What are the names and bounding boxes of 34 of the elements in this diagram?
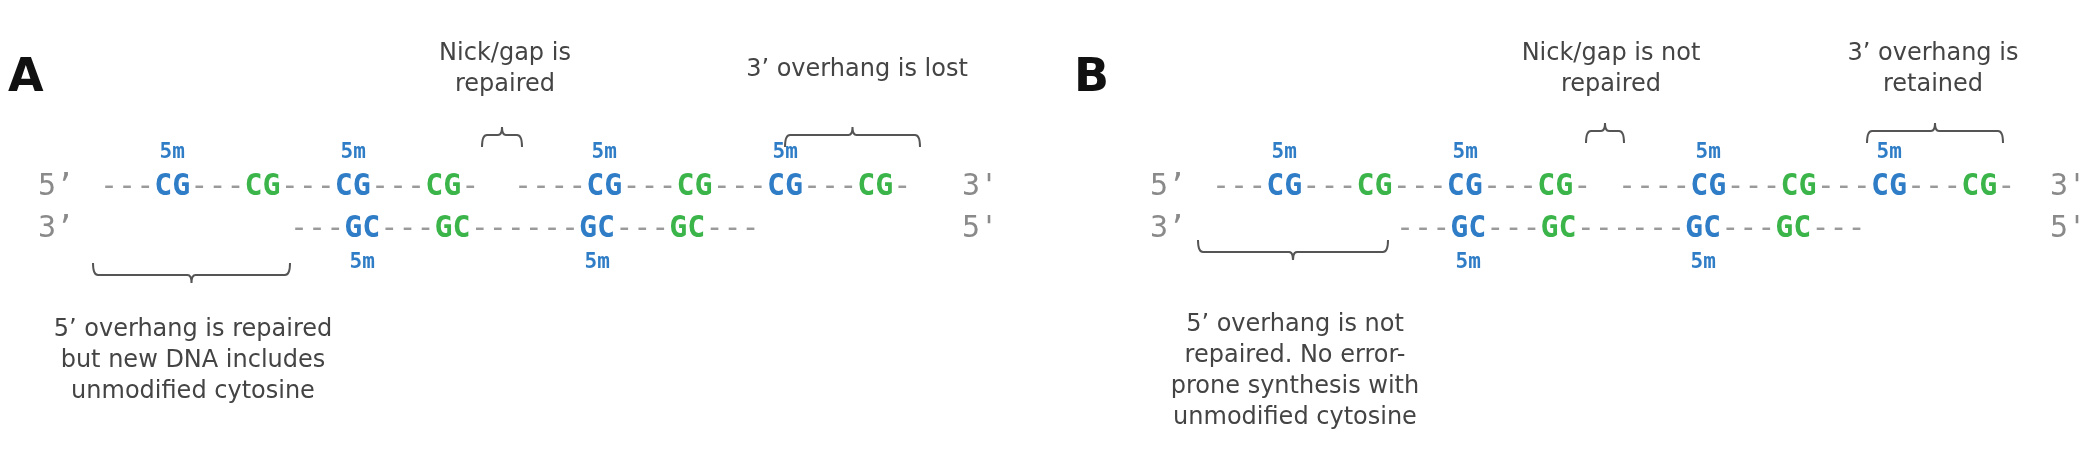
methylation-mark: 5m <box>772 138 798 164</box>
strand-end-label: 3’ <box>38 209 75 245</box>
methylation-mark: 5m <box>1455 248 1481 274</box>
annotation-text: 3’ overhang is retained <box>1846 37 2020 100</box>
annotation-text: 5’ overhang is repaired but new DNA includes unmodified cytosine <box>52 313 334 407</box>
annotation-text: 3’ overhang is lost <box>745 52 969 84</box>
methylation-mark: 5m <box>340 138 366 164</box>
strand-end-label: 3' <box>962 167 999 203</box>
dna-strand-sequence: ----CG---CG---CG---CG- <box>514 167 912 203</box>
dna-strand-sequence: ----CG---CG---CG---CG- <box>1618 167 2016 203</box>
methylation-mark: 5m <box>584 248 610 274</box>
strand-end-label: 5' <box>962 209 999 245</box>
panel-label: B <box>1074 47 1110 103</box>
dna-strand-sequence: ---GC---GC------GC---GC--- <box>290 209 760 245</box>
dna-strand-sequence: ---CG---CG---CG---CG- <box>100 167 480 203</box>
methylation-mark: 5m <box>1271 138 1297 164</box>
strand-end-label: 5’ <box>38 167 75 203</box>
methylation-mark: 5m <box>1695 138 1721 164</box>
annotation-text: Nick/gap is not repaired <box>1520 37 1702 100</box>
strand-end-label: 3’ <box>1150 209 1187 245</box>
panel-label: A <box>8 47 44 103</box>
strand-end-label: 5' <box>2050 209 2087 245</box>
methylation-mark: 5m <box>1452 138 1478 164</box>
methylation-mark: 5m <box>159 138 185 164</box>
strand-end-label: 5’ <box>1150 167 1187 203</box>
dna-strand-sequence: ---CG---CG---CG---CG- <box>1212 167 1592 203</box>
annotation-text: 5’ overhang is not repaired. No error-prone synthesis with unmodified cytosine <box>1169 307 1421 433</box>
annotation-text: Nick/gap is repaired <box>438 37 572 100</box>
methylation-mark: 5m <box>1690 248 1716 274</box>
methylation-mark: 5m <box>1876 138 1902 164</box>
dna-strand-sequence: ---GC---GC------GC---GC--- <box>1396 209 1866 245</box>
methylation-mark: 5m <box>349 248 375 274</box>
methylation-mark: 5m <box>591 138 617 164</box>
strand-end-label: 3' <box>2050 167 2087 203</box>
